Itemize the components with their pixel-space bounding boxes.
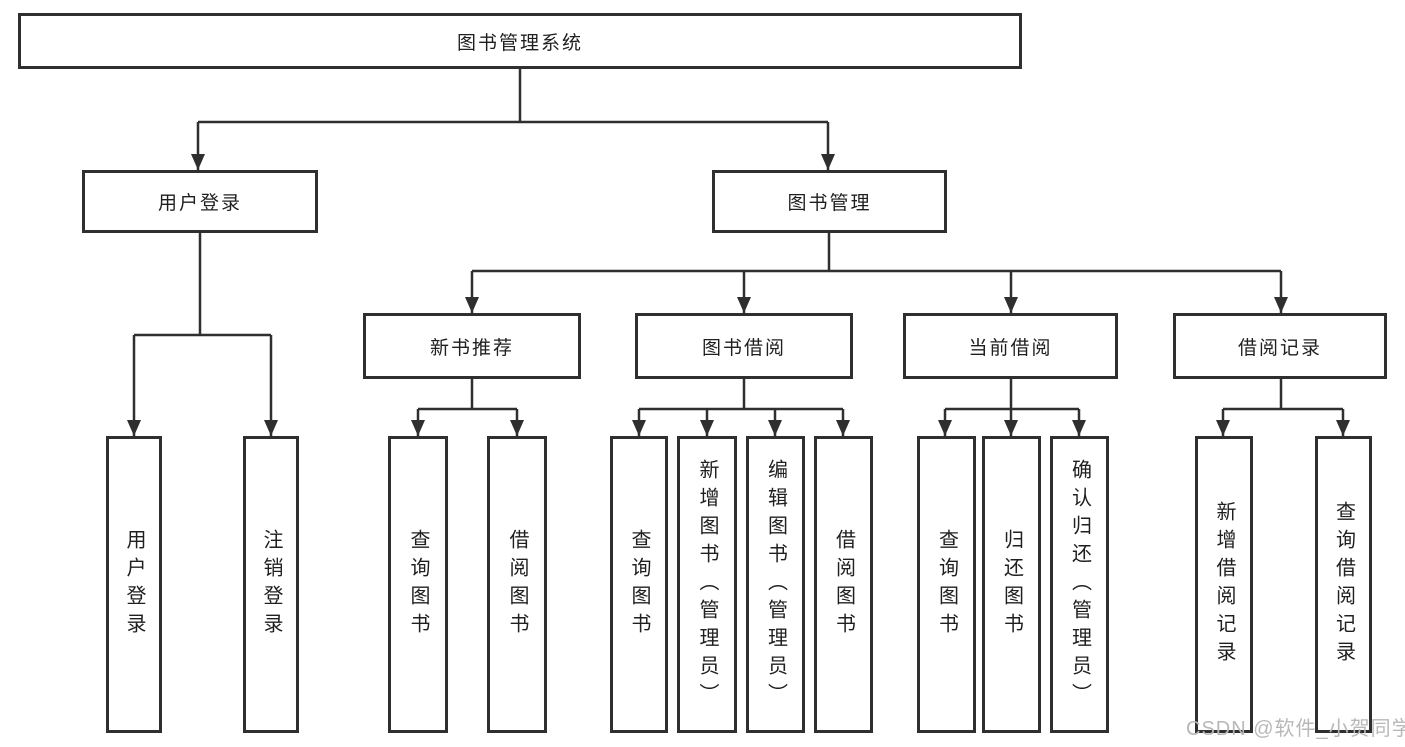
leaf-logout-label: 注销登录 [260, 528, 282, 641]
leaf-query-books-borrow-label: 查询图书 [628, 528, 650, 641]
leaf-return-books: 归还图书 [982, 436, 1041, 733]
leaf-return-books-label: 归还图书 [1000, 528, 1023, 641]
leaf-borrow-books-recommend: 借阅图书 [487, 436, 547, 733]
leaf-edit-books-admin-label: 编辑图书（管理员） [764, 458, 787, 711]
csdn-watermark: CSDN @软件_小贺同学 [1186, 718, 1405, 740]
leaf-query-books-borrow: 查询图书 [610, 436, 668, 733]
leaf-borrow-books-label: 借阅图书 [832, 528, 855, 641]
leaf-query-books-recommend: 查询图书 [388, 436, 448, 733]
node-book-borrow-label: 图书借阅 [701, 337, 786, 359]
leaf-user-login-label: 用户登录 [123, 528, 145, 641]
leaf-add-books-admin: 新增图书（管理员） [677, 436, 737, 733]
node-borrow-records: 借阅记录 [1173, 313, 1387, 379]
node-book-management: 图书管理 [712, 170, 947, 233]
leaf-query-borrow-record-label: 查询借阅记录 [1332, 500, 1355, 669]
node-new-book-recommend-label: 新书推荐 [429, 337, 514, 359]
leaf-query-books-current: 查询图书 [917, 436, 976, 733]
leaf-add-borrow-record-label: 新增借阅记录 [1213, 500, 1235, 669]
leaf-logout: 注销登录 [243, 436, 299, 733]
leaf-add-books-admin-label: 新增图书（管理员） [696, 458, 718, 711]
node-book-borrow: 图书借阅 [635, 313, 853, 379]
node-borrow-records-label: 借阅记录 [1237, 337, 1322, 359]
node-user-login: 用户登录 [82, 170, 318, 233]
node-current-borrow-label: 当前借阅 [968, 337, 1053, 359]
leaf-user-login: 用户登录 [106, 436, 162, 733]
leaf-confirm-return-admin-label: 确认归还（管理员） [1068, 458, 1091, 711]
node-current-borrow: 当前借阅 [903, 313, 1118, 379]
node-book-management-label: 图书管理 [787, 193, 872, 214]
leaf-borrow-books-recommend-label: 借阅图书 [506, 528, 528, 641]
node-root-label: 图书管理系统 [456, 32, 583, 54]
leaf-query-books-recommend-label: 查询图书 [407, 528, 429, 641]
node-new-book-recommend: 新书推荐 [363, 313, 581, 379]
node-user-login-label: 用户登录 [157, 193, 242, 214]
leaf-query-books-current-label: 查询图书 [935, 528, 958, 641]
node-root-system: 图书管理系统 [18, 13, 1022, 69]
leaf-edit-books-admin: 编辑图书（管理员） [746, 436, 805, 733]
leaf-confirm-return-admin: 确认归还（管理员） [1050, 436, 1109, 733]
leaf-add-borrow-record: 新增借阅记录 [1195, 436, 1253, 733]
leaf-query-borrow-record: 查询借阅记录 [1315, 436, 1372, 733]
leaf-borrow-books: 借阅图书 [814, 436, 873, 733]
